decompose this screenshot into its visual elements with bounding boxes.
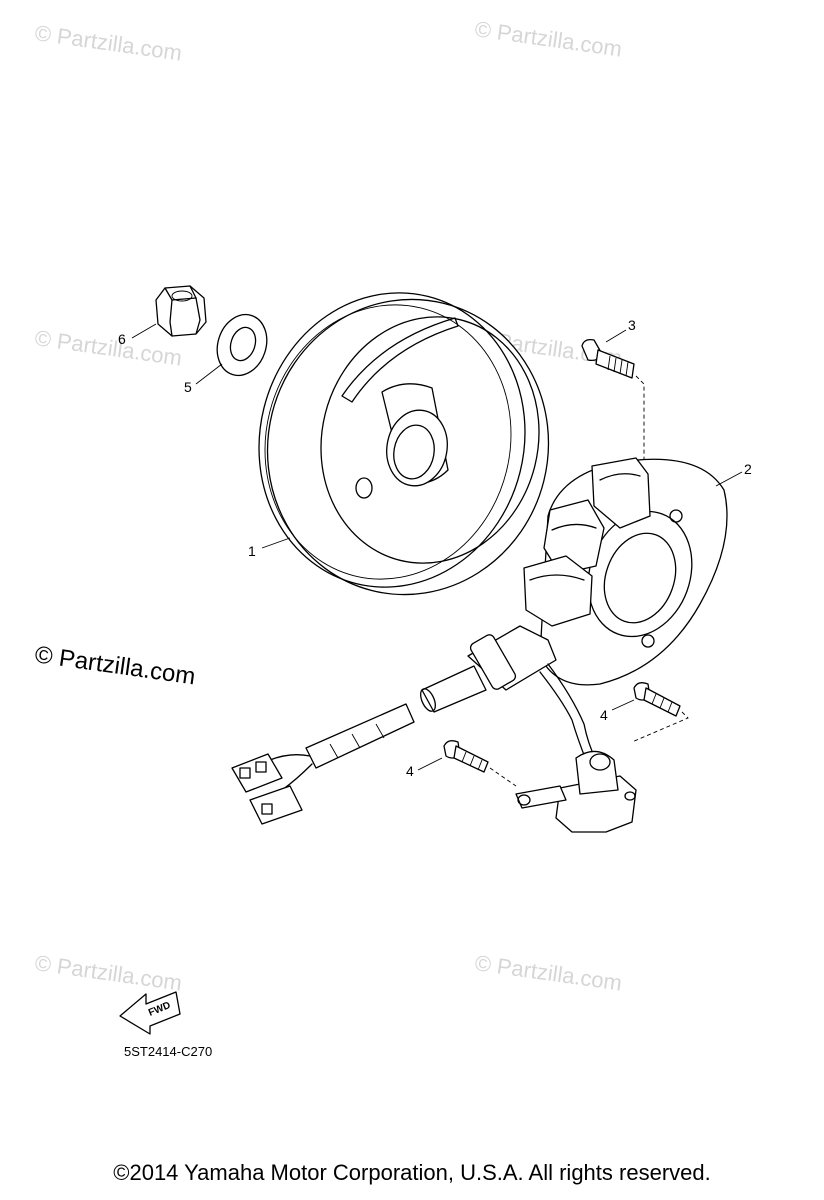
callouts: 1 2 3 4 4 5 6: [118, 317, 752, 779]
diagram-code: 5ST2414-C270: [124, 1044, 212, 1059]
fwd-arrow: FWD: [119, 991, 181, 1035]
washer: [216, 313, 268, 377]
watermark-mid-left: © Partzilla.com: [33, 325, 183, 370]
callout-5: 5: [184, 379, 192, 395]
stator-assembly: [523, 457, 728, 686]
screw-right: [631, 682, 689, 743]
callout-1: 1: [248, 543, 256, 559]
pickup-coil: [515, 750, 637, 833]
watermark-top-right: © Partzilla.com: [473, 16, 623, 61]
screw-left: [443, 740, 517, 787]
bolt-top: [581, 338, 645, 470]
callout-4-right: 4: [600, 707, 608, 723]
callout-2: 2: [744, 461, 752, 477]
watermark-top-left: © Partzilla.com: [33, 20, 183, 65]
watermark-main: © Partzilla.com: [33, 641, 197, 690]
callout-6: 6: [118, 331, 126, 347]
watermark-bottom-left: © Partzilla.com: [33, 950, 183, 995]
callout-3: 3: [628, 317, 636, 333]
nut: [155, 285, 207, 337]
leader-lines: [131, 323, 743, 771]
watermark-bottom-right: © Partzilla.com: [473, 950, 623, 995]
wire-harness: [231, 625, 597, 825]
callout-4-left: 4: [406, 763, 414, 779]
copyright-notice: ©2014 Yamaha Motor Corporation, U.S.A. A…: [113, 1160, 711, 1185]
flywheel-rotor: [258, 292, 550, 596]
